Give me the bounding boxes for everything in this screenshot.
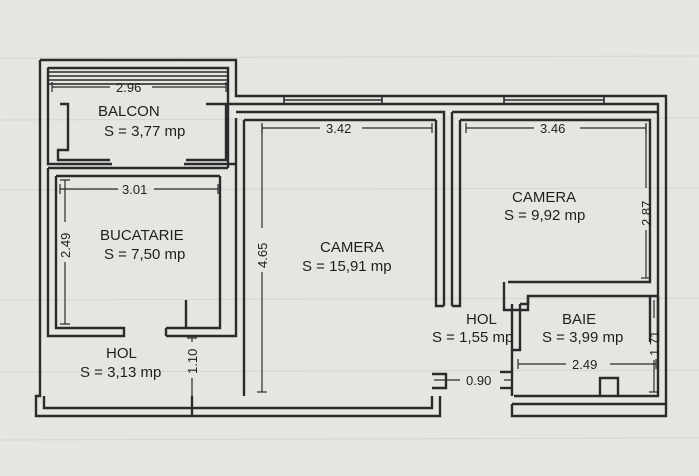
room-area-baie: S = 3,99 mp [542,329,623,346]
kitchen-walls [46,104,238,338]
dim-camera-big-width: 3.42 [326,121,351,136]
balcony-walls [46,102,236,166]
camera-small-walls [450,110,658,312]
room-name-camera-small: CAMERA [512,189,576,206]
room-name-hol-left: HOL [106,345,137,362]
window-camera-small [503,95,605,105]
outer-walls [34,58,668,418]
dim-camera-small-height: 2.87 [639,201,654,226]
room-area-camera-small: S = 9,92 mp [504,207,585,224]
dim-baie-width: 2.49 [572,357,597,372]
room-name-baie: BAIE [562,311,596,328]
baie-walls [510,296,660,396]
dim-bucatarie-height: 2.49 [58,233,73,258]
room-name-hol-mid: HOL [466,311,497,328]
room-name-camera-big: CAMERA [320,239,384,256]
dim-baie-height: 1.71 [647,331,662,356]
balcony-railing [47,67,229,85]
room-name-bucatarie: BUCATARIE [100,227,184,244]
dimension-lines [51,82,659,404]
door-details [184,300,512,416]
dim-balcon-width: 2.96 [116,80,141,95]
room-area-bucatarie: S = 7,50 mp [104,246,185,263]
room-area-camera-big: S = 15,91 mp [302,258,392,275]
room-area-hol-mid: S = 1,55 mp [432,329,513,346]
dim-camera-big-height: 4.65 [255,243,270,268]
dim-camera-small-width: 3.46 [540,121,565,136]
camera-big-walls [236,110,446,396]
paper-ruling [0,55,699,441]
dim-door-width: 0.90 [466,373,491,388]
room-name-balcon: BALCON [98,103,160,120]
room-area-balcon: S = 3,77 mp [104,123,185,140]
room-area-hol-left: S = 3,13 mp [80,364,161,381]
window-camera-big [283,95,383,105]
dim-bucatarie-width: 3.01 [122,182,147,197]
dim-hol-height: 1.10 [185,349,200,374]
